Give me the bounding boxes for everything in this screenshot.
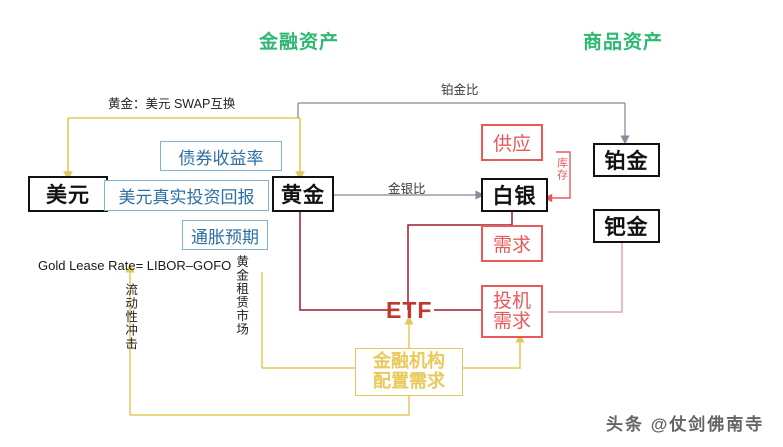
node-silver[interactable]: 白银: [481, 178, 548, 212]
speculative-demand-line1: 投机: [492, 290, 531, 312]
label-gold-silver-ratio: 金银比: [388, 182, 426, 196]
institution-demand-line1: 金融机构: [373, 351, 445, 372]
node-platinum[interactable]: 铂金: [593, 143, 660, 177]
header-commodity-assets: 商品资产: [583, 32, 664, 53]
label-lease-rate-formula: Gold Lease Rate= LIBOR–GOFO: [38, 258, 232, 273]
node-real-return[interactable]: 美元真实投资回报: [104, 180, 269, 211]
node-gold[interactable]: 黄金: [272, 176, 334, 212]
node-bond-yield[interactable]: 债券收益率: [160, 141, 282, 171]
node-institution-demand[interactable]: 金融机构 配置需求: [355, 348, 463, 396]
node-demand[interactable]: 需求: [481, 225, 543, 262]
institution-demand-line2: 配置需求: [373, 371, 445, 391]
node-etf[interactable]: ETF: [386, 297, 433, 323]
wire-palladium-speculative: [548, 243, 623, 313]
node-palladium[interactable]: 钯金: [593, 209, 660, 243]
node-usd[interactable]: 美元: [28, 176, 108, 212]
label-platinum-ratio: 铂金比: [441, 83, 479, 97]
label-gold-lease-market: 黄金租赁市场: [234, 255, 249, 336]
label-swap: 黄金：美元 SWAP互换: [108, 97, 236, 111]
header-financial-assets: 金融资产: [259, 32, 340, 53]
watermark: 头条 @仗剑佛南寺: [606, 415, 765, 434]
label-liquidity-shock: 流动性冲击: [123, 283, 138, 351]
node-supply[interactable]: 供应: [481, 124, 543, 161]
speculative-demand-line2: 需求: [492, 310, 531, 332]
node-inflation-expectation[interactable]: 通胀预期: [182, 220, 268, 250]
wire-platinum-ratio: [297, 102, 630, 145]
label-inventory: 库存: [555, 157, 568, 181]
wire-gold-etf: [299, 212, 390, 311]
node-speculative-demand[interactable]: 投机 需求: [481, 285, 543, 338]
